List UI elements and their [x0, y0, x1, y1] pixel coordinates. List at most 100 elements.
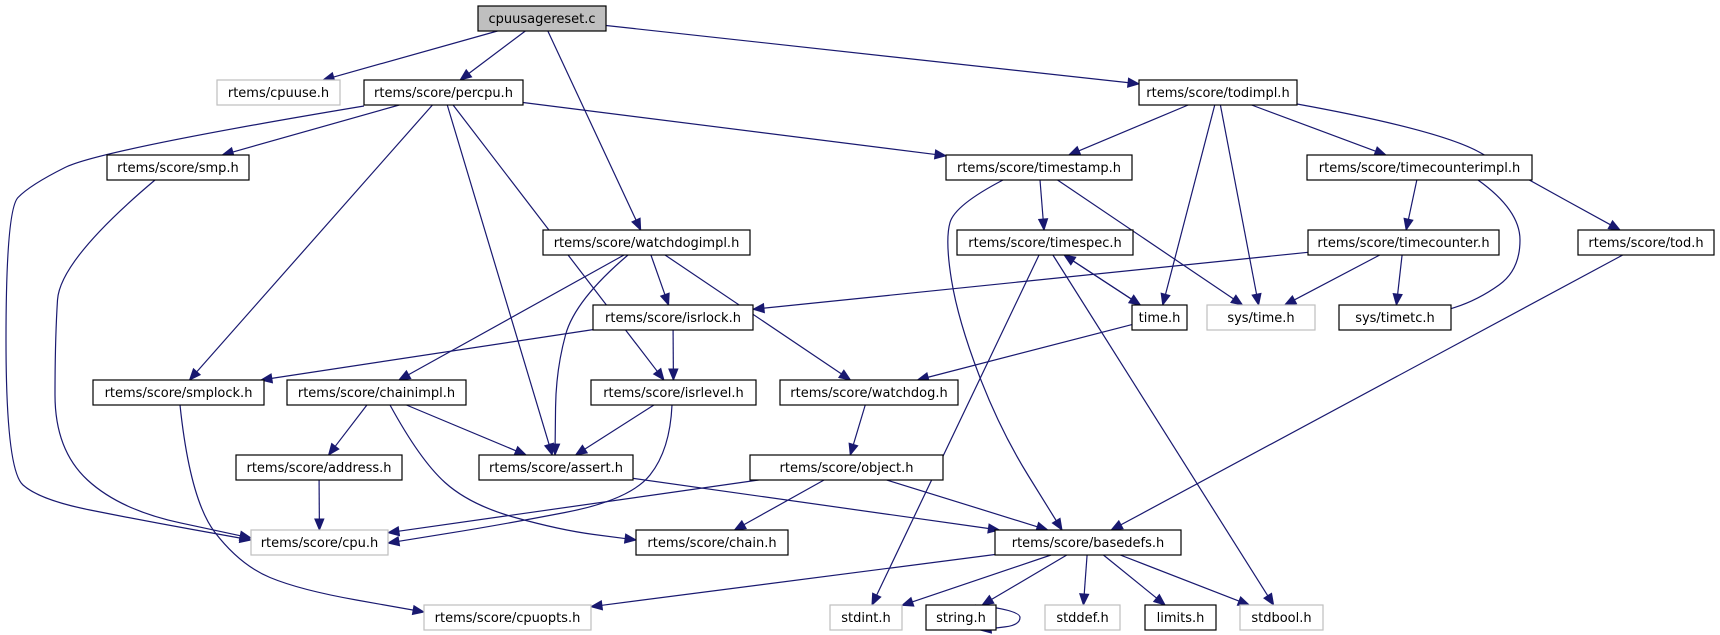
node-cpuopts-h: rtems/score/cpuopts.h [423, 604, 592, 631]
edge-object-h-to-chain-h [733, 479, 825, 531]
node-box[interactable] [542, 229, 751, 256]
node-object-h[interactable]: rtems/score/object.h [749, 454, 944, 481]
edge-line [1119, 254, 1624, 526]
arrowhead-icon [1373, 146, 1388, 156]
edge-timecounter-h-to-sys-timetc-h [1392, 254, 1403, 307]
node-label: rtems/score/isrlock.h [605, 311, 741, 326]
node-isrlevel-h[interactable]: rtems/score/isrlevel.h [590, 379, 757, 406]
edge-watchdog-h-to-object-h [848, 404, 866, 457]
node-address-h[interactable]: rtems/score/address.h [235, 454, 403, 481]
node-string-h[interactable]: string.h [925, 604, 997, 631]
arrowhead-icon [871, 592, 882, 607]
node-smp-h[interactable]: rtems/score/smp.h [106, 154, 250, 181]
arrowhead-icon [513, 445, 528, 456]
node-box[interactable] [92, 379, 265, 406]
node-limits-h[interactable]: limits.h [1144, 604, 1217, 631]
arrowhead-icon [238, 530, 253, 541]
arrowhead-icon [574, 444, 589, 456]
node-box[interactable] [1338, 304, 1452, 331]
edge-line [467, 30, 526, 75]
edge-line [406, 404, 518, 452]
node-stdint-h: stdint.h [829, 604, 903, 631]
node-box[interactable] [477, 5, 607, 32]
node-box[interactable] [1144, 604, 1217, 631]
edge-line [926, 324, 1133, 379]
node-smplock-h[interactable]: rtems/score/smplock.h [92, 379, 265, 406]
node-box[interactable] [779, 379, 959, 406]
node-timecounterimpl-h[interactable]: rtems/score/timecounterimpl.h [1306, 154, 1533, 181]
node-box[interactable] [478, 454, 634, 481]
arrowhead-icon [900, 596, 915, 607]
node-sys-timetc-h[interactable]: sys/timetc.h [1338, 304, 1452, 331]
edge-line [1039, 179, 1044, 221]
node-box[interactable] [956, 229, 1134, 256]
edge-todimpl-h-to-tod-h [1296, 103, 1622, 231]
edge-line [1052, 254, 1269, 597]
node-box[interactable] [1138, 79, 1298, 106]
arrowhead-icon [1607, 219, 1622, 231]
edge-line [1072, 259, 1141, 306]
node-box[interactable] [945, 154, 1133, 181]
node-chainimpl-h[interactable]: rtems/score/chainimpl.h [286, 379, 467, 406]
arrowhead-icon [1110, 519, 1124, 531]
edge-basedefs-h-to-limits-h [1103, 554, 1167, 606]
node-box[interactable] [363, 79, 524, 106]
node-box[interactable] [1577, 229, 1715, 256]
node-label: rtems/score/smplock.h [105, 386, 253, 401]
node-label: time.h [1139, 311, 1181, 326]
node-box[interactable] [592, 304, 754, 331]
node-label: sys/timetc.h [1355, 311, 1435, 326]
node-box[interactable] [286, 379, 467, 406]
node-label: rtems/score/watchdog.h [790, 386, 947, 401]
edge-basedefs-h-to-stdint-h [900, 554, 1052, 607]
node-box[interactable] [994, 529, 1182, 556]
arrowhead-icon [1403, 217, 1414, 232]
node-box[interactable] [235, 454, 403, 481]
node-label: rtems/score/percpu.h [374, 86, 513, 101]
edge-line [1251, 104, 1377, 153]
node-chain-h[interactable]: rtems/score/chain.h [635, 529, 789, 556]
node-box[interactable] [635, 529, 789, 556]
edge-line [332, 30, 498, 78]
node-box[interactable] [106, 154, 250, 181]
edge-isrlock-h-to-smplock-h [259, 329, 594, 384]
node-box[interactable] [925, 604, 997, 631]
edge-line [1396, 254, 1403, 296]
node-box[interactable] [590, 379, 757, 406]
node-cpuusagereset-c[interactable]: cpuusagereset.c [477, 5, 607, 32]
edge-todimpl-h-to-time-h [1160, 104, 1216, 307]
node-todimpl-h[interactable]: rtems/score/todimpl.h [1138, 79, 1298, 106]
node-watchdogimpl-h[interactable]: rtems/score/watchdogimpl.h [542, 229, 751, 256]
edge-watchdogimpl-h-to-assert-h [549, 254, 629, 457]
node-box[interactable] [1131, 304, 1188, 331]
node-watchdog-h[interactable]: rtems/score/watchdog.h [779, 379, 959, 406]
node-percpu-h[interactable]: rtems/score/percpu.h [363, 79, 524, 106]
edge-line [974, 604, 1021, 630]
edge-timestamp-h-to-basedefs-h [947, 179, 1063, 532]
node-box [216, 79, 341, 106]
edge-isrlock-h-to-isrlevel-h [668, 329, 679, 382]
node-timecounter-h[interactable]: rtems/score/timecounter.h [1307, 229, 1500, 256]
edge-line [270, 329, 594, 380]
node-box[interactable] [1307, 229, 1500, 256]
node-isrlock-h[interactable]: rtems/score/isrlock.h [592, 304, 754, 331]
node-label: rtems/score/chainimpl.h [298, 386, 455, 401]
node-box[interactable] [1306, 154, 1533, 181]
edge-line [1057, 179, 1235, 300]
node-basedefs-h[interactable]: rtems/score/basedefs.h [994, 529, 1182, 556]
arrowhead-icon [1230, 294, 1244, 306]
node-assert-h[interactable]: rtems/score/assert.h [478, 454, 634, 481]
node-timestamp-h[interactable]: rtems/score/timestamp.h [945, 154, 1133, 181]
arrowhead-icon [549, 443, 561, 457]
node-tod-h[interactable]: rtems/score/tod.h [1577, 229, 1715, 256]
edge-line [886, 479, 1039, 528]
arrowhead-icon [1079, 593, 1090, 607]
node-time-h[interactable]: time.h [1131, 304, 1188, 331]
node-timespec-h[interactable]: rtems/score/timespec.h [956, 229, 1134, 256]
edge-timecounterimpl-h-to-timecounter-h [1403, 179, 1418, 232]
edge-line [875, 254, 1040, 597]
node-label: rtems/score/timecounterimpl.h [1319, 161, 1520, 176]
node-box[interactable] [749, 454, 944, 481]
node-label: rtems/score/timecounter.h [1317, 236, 1489, 251]
arrowhead-icon [981, 594, 995, 606]
